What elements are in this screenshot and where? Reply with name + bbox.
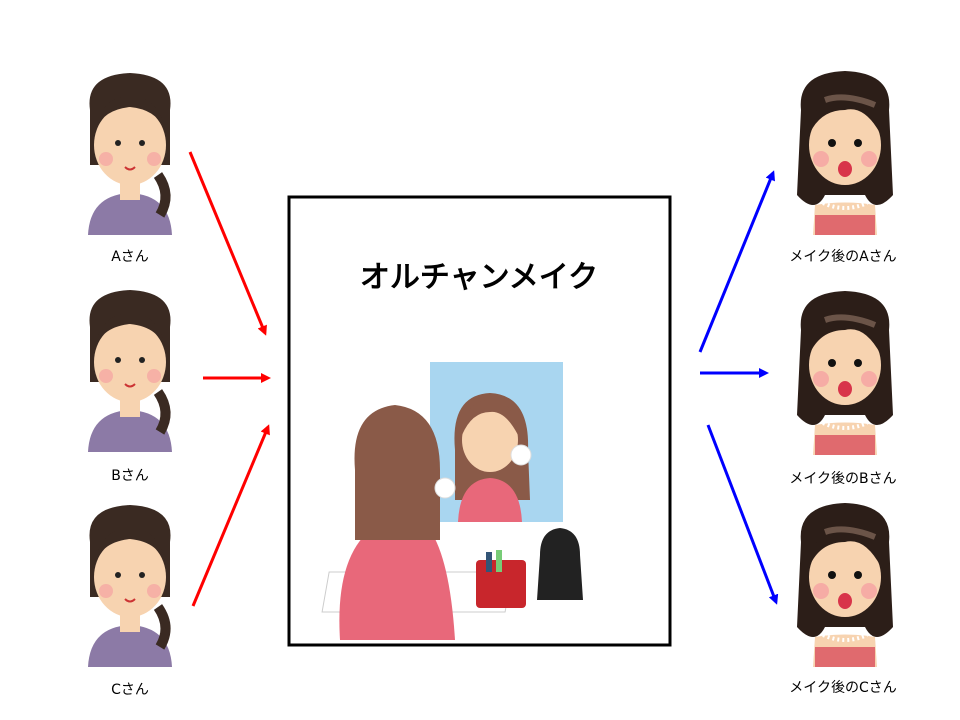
label-after-c: メイク後のCさん: [789, 680, 897, 696]
label-before-b: Bさん: [111, 468, 149, 484]
label-before-c: Cさん: [111, 682, 149, 698]
after-person-b: [797, 291, 893, 455]
arrow-makeup-to-a: [698, 170, 775, 353]
before-person-b: [88, 290, 172, 452]
label-after-a: メイク後のAさん: [789, 249, 897, 265]
after-person-a: [797, 71, 893, 235]
label-before-a: Aさん: [111, 249, 149, 265]
arrow-a-to-makeup: [188, 151, 267, 336]
label-after-b: メイク後のBさん: [789, 471, 897, 487]
makeup-title: オルチャンメイク: [359, 260, 599, 295]
makeup-illustration: [321, 362, 583, 640]
after-person-c: [797, 503, 893, 667]
before-person-a: [88, 73, 172, 235]
before-person-c: [88, 505, 172, 667]
arrow-c-to-makeup: [191, 424, 270, 607]
arrow-makeup-to-c: [706, 424, 779, 605]
